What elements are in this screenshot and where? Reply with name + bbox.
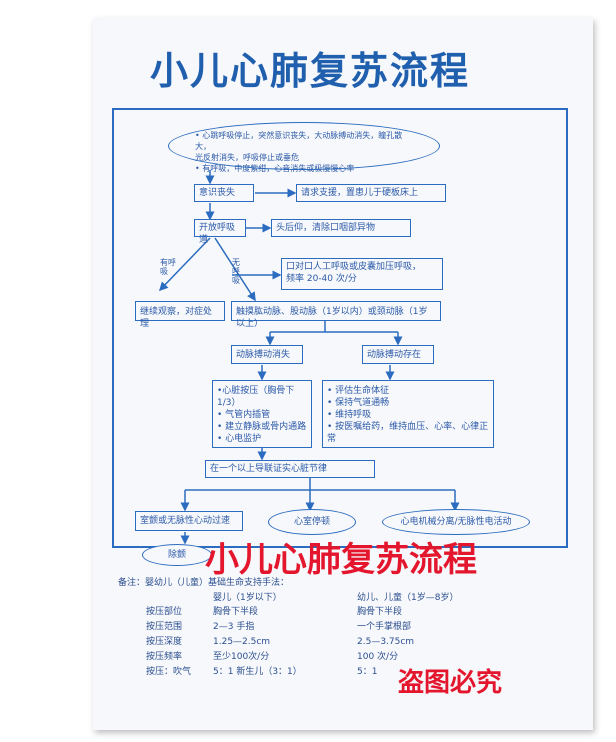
overlay-title-text: 小儿心肺复苏流程 [205,540,477,580]
notes-row-child: 5：1 [357,667,378,677]
care-item-vitals: • 评估生命体征 [327,386,390,396]
notes-row-label: 按压频率 [146,652,183,662]
notes-row-infant: 5：1 新生儿（3：1） [213,667,302,677]
arrow-breathing-yes [158,237,211,292]
flowchart-frame [112,108,568,548]
pulse-present-box: 动脉搏动存在 [362,345,434,364]
observe-box: 继续观察，对症处理 [135,301,225,329]
rescue-breath-line-1: 口对口人工呼吸或皮囊加压呼吸， [286,262,422,272]
pea-oval: 心电机械分离/无脉性电活动 [382,509,530,535]
defib-oval: 除颤 [142,544,212,566]
notes-row-label: 按压部位 [146,607,183,617]
start-condition-oval: • 心跳呼吸停止，突然意识丧失，大动脉搏动消失，瞳孔散大， 光反射消失，呼吸停止… [168,122,440,173]
check-pulse-box: 触摸肱动脉、股动脉（1岁以内）或颈动脉（1岁以上） [231,301,441,329]
notes-row-infant: 胸骨下半段 [213,607,259,617]
notes-row-label: 按压范围 [146,622,183,632]
infant-header: 婴儿（1岁以下） [213,593,282,603]
watermark-text: 盗图必究 [398,668,503,698]
rescue-breath-line-2: 频率 20-40 次/分 [286,274,357,284]
notes-row-label: 按压深度 [146,637,183,647]
care-actions-box: • 评估生命体征 • 保持气道通畅 • 维持呼吸 • 按医嘱给药，维持血压、心率… [322,380,494,448]
vf-box: 室颤或无脉性心动过速 [135,511,243,531]
start-line-3: • 有呼吸，中度紫绀，心音消失或极慢慢心率 [195,164,355,173]
rescue-breath-box: 口对口人工呼吸或皮囊加压呼吸， 频率 20-40 次/分 [281,258,443,290]
open-airway-box: 开放呼吸道 [194,219,246,245]
pulse-absent-box: 动脉搏动消失 [231,345,303,364]
care-item-airway: • 保持气道通畅 [327,398,390,408]
notes-row-infant: 至少100次/分 [213,652,270,662]
ecg-rhythm-box: 在一个以上导联证实心脏节律 [205,460,375,478]
breathing-yes-label: 有呼吸 [160,258,176,276]
cpr-item-compression: •心脏按压（胸骨下1/3） [217,386,295,408]
start-line-2: 光反射消失，呼吸停止或垂危 [195,153,299,162]
breathing-no-label: 无呼吸 [232,258,240,285]
notes-row-child: 2.5—3.75cm [357,637,415,647]
notes-row-child: 一个手掌根部 [357,622,412,632]
notes-row-child: 胸骨下半段 [357,607,403,617]
notes-row-infant: 1.25—2.5cm [213,637,271,647]
unconscious-box: 意识丧失 [194,184,254,202]
cpr-item-intubation: • 气管内插管 [217,410,271,420]
arrest-oval: 心室停顿 [268,509,356,535]
cpr-item-iv-access: • 建立静脉或骨内通路 [217,422,307,432]
arrow-breathing-no [214,237,256,302]
notes-row-infant: 2—3 手指 [213,622,255,632]
start-line-1: • 心跳呼吸停止，突然意识丧失，大动脉搏动消失，瞳孔散大， [195,131,403,151]
notes-heading: 备注：婴幼儿（儿童）基础生命支持手法： [118,578,290,588]
notes-row-label: 按压：吹气 [146,667,192,677]
child-header: 幼儿、儿童（1岁—8岁） [357,593,459,603]
cpr-item-ecg-monitor: • 心电监护 [217,434,262,444]
support-box: 请求支援，置患儿于硬板床上 [296,184,446,202]
cpr-actions-box: •心脏按压（胸骨下1/3） • 气管内插管 • 建立静脉或骨内通路 • 心电监护 [212,380,312,448]
poster-title: 小儿心肺复苏流程 [150,49,471,93]
care-item-medication: • 按医嘱给药，维持血压、心率、心律正常 [327,422,489,444]
head-tilt-box: 头后仰，清除口咽部异物 [271,219,411,237]
notes-row-child: 100 次/分 [357,652,399,662]
care-item-breathing: • 维持呼吸 [327,410,372,420]
